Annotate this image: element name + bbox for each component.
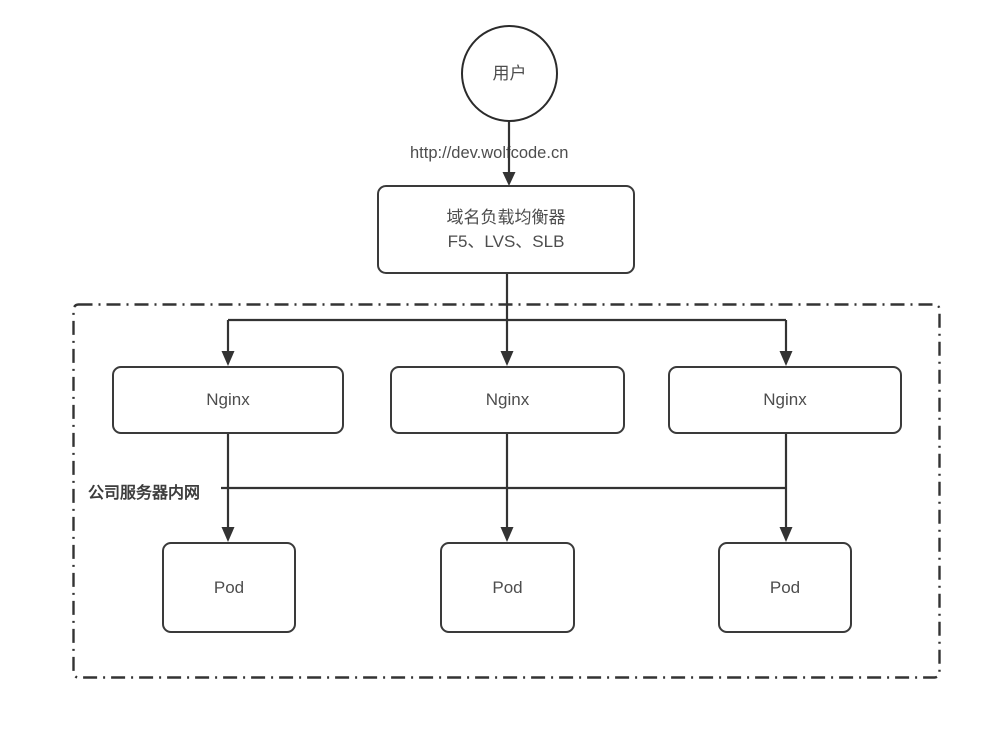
node-pod-2-label: Pod [492,577,523,597]
node-pod-3: Pod [718,542,852,633]
node-nginx-3-label: Nginx [763,390,807,409]
node-user: 用户 [461,25,558,122]
intranet-label: 公司服务器内网 [88,485,201,502]
node-pod-2: Pod [440,542,575,633]
node-nginx-2: Nginx [390,366,625,434]
node-nginx-2-label: Nginx [485,390,530,409]
url-label: http://dev.wolfcode.cn [410,144,569,162]
node-nginx-1: Nginx [112,366,344,434]
node-pod-1-label: Pod [213,577,245,597]
node-pod-1: Pod [162,542,296,633]
node-load-balancer: 域名负载均衡器 F5、LVS、SLB [377,185,635,274]
node-load-balancer-label: 域名负载均衡器 F5、LVS、SLB [446,207,566,251]
arrowhead-loadbalancer [502,172,516,186]
node-nginx-3: Nginx [668,366,902,434]
node-nginx-1-label: Nginx [206,390,250,409]
node-user-label: 用户 [492,63,527,83]
node-pod-3-label: Pod [769,577,801,597]
